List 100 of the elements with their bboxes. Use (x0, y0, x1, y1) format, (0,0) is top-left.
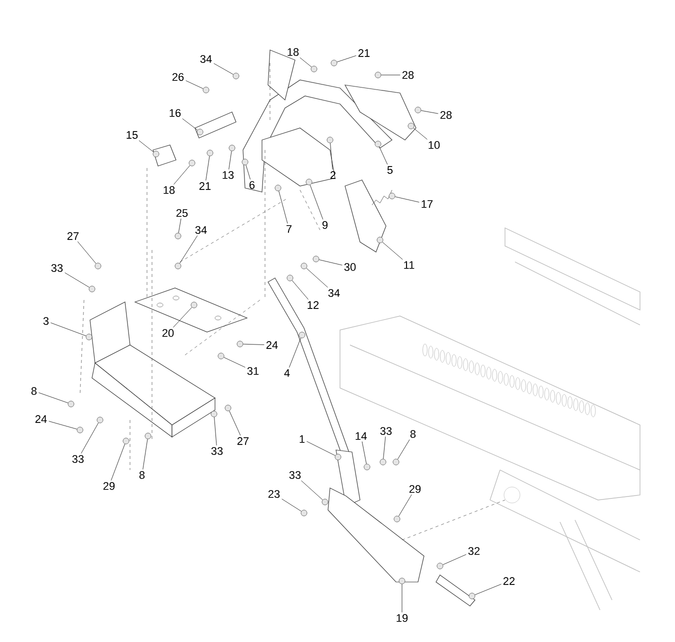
leader-line (214, 63, 234, 75)
leader-line (174, 165, 190, 185)
leader-line (179, 235, 198, 264)
callout-number: 33 (51, 264, 63, 272)
fastener-drawing (394, 516, 400, 522)
callout-number: 11 (404, 261, 414, 269)
leader-line (300, 480, 323, 500)
callout-number: 2 (330, 171, 336, 179)
fastener-drawing (374, 140, 382, 148)
leader-line (282, 498, 302, 512)
fastener-drawing (242, 158, 248, 166)
leader-line (50, 322, 86, 336)
leader-line (383, 436, 386, 460)
callout-number: 27 (237, 437, 249, 445)
callout-number: 13 (222, 171, 234, 179)
fastener-drawing (206, 150, 214, 156)
leader-line (64, 272, 90, 288)
fastener-drawing (174, 262, 182, 270)
fastener-drawing (196, 128, 204, 136)
callout-number: 33 (211, 447, 223, 455)
callout-number: 17 (422, 200, 433, 208)
callout-number: 31 (247, 367, 259, 375)
callout-number: 33 (289, 471, 301, 479)
fastener-drawing (398, 578, 406, 584)
callout-number: 14 (356, 432, 367, 440)
fastener-drawing (436, 562, 444, 570)
fastener-drawing (202, 86, 210, 94)
callout-number: 8 (139, 471, 145, 479)
fastener-drawing (174, 232, 182, 240)
callout-number: 26 (172, 73, 184, 81)
callout-number: 29 (103, 482, 115, 490)
callout-number: 6 (250, 181, 255, 189)
callout-number: 3 (43, 317, 49, 325)
fastener-drawing (300, 262, 308, 270)
leader-line (382, 242, 403, 260)
leader-line (310, 184, 324, 220)
fastener-drawing (232, 72, 240, 80)
callout-number: 8 (410, 430, 416, 438)
callout-number: 34 (195, 226, 207, 234)
leader-line (306, 441, 336, 456)
leader-line (397, 439, 410, 460)
callout-number: 21 (358, 49, 370, 57)
fastener-drawing (236, 340, 244, 348)
fastener-drawing (376, 236, 384, 244)
leader-line (398, 494, 412, 516)
leader-line (224, 357, 246, 368)
fastener-drawing (364, 464, 370, 470)
callout-number: 1 (300, 435, 305, 443)
callout-number: 10 (428, 141, 440, 149)
callout-number: 19 (396, 614, 408, 622)
fastener-drawing (322, 498, 328, 506)
callout-number: 5 (387, 166, 393, 174)
leader-line (206, 156, 210, 181)
leader-line (80, 422, 99, 454)
fastener-drawing (408, 122, 414, 130)
callout-number: 30 (344, 263, 356, 271)
fastener-drawing (152, 150, 160, 158)
fastener-drawing (330, 60, 338, 66)
fastener-drawing (94, 262, 102, 270)
fastener-drawing (334, 454, 342, 460)
callout-number: 12 (308, 301, 319, 309)
leader-line (48, 420, 78, 430)
leader-line (330, 142, 333, 170)
leader-line (379, 146, 388, 165)
callout-number: 20 (162, 329, 174, 337)
callout-number: 28 (402, 71, 414, 79)
fastener-drawing (298, 332, 306, 338)
callout-number: 8 (31, 387, 37, 395)
callout-number: 28 (440, 111, 452, 119)
callout-number: 9 (322, 221, 328, 229)
fastener-drawing (76, 426, 84, 434)
callout-number: 18 (164, 186, 175, 194)
fastener-drawing (88, 286, 96, 292)
fastener-drawing (392, 458, 400, 466)
fastener-drawing (86, 334, 92, 340)
fastener-drawing (122, 438, 130, 444)
callout-number: 34 (328, 289, 340, 297)
callout-number: 29 (409, 485, 421, 493)
fastener-drawing (380, 458, 386, 466)
leader-line (182, 118, 198, 130)
callout-number: 18 (288, 48, 299, 56)
leader-line (336, 55, 356, 62)
leader-line (228, 150, 232, 170)
fastener-drawing (188, 160, 196, 166)
leader-line (138, 140, 154, 152)
fastener-drawing (300, 510, 308, 516)
leader-line (229, 410, 241, 436)
callout-number: 23 (268, 490, 280, 498)
fastener-drawing (274, 184, 282, 192)
callout-number: 32 (468, 547, 480, 555)
callout-number: 25 (176, 209, 188, 217)
fastener-drawing (190, 302, 198, 308)
fastener-drawing (286, 274, 294, 282)
leader-line (442, 554, 466, 565)
callout-number: 24 (266, 341, 278, 349)
fastener-drawing (374, 72, 382, 78)
leader-line (420, 110, 438, 114)
fastener-drawing (224, 404, 232, 412)
fastener-drawing (210, 410, 218, 418)
leader-line (246, 164, 251, 180)
